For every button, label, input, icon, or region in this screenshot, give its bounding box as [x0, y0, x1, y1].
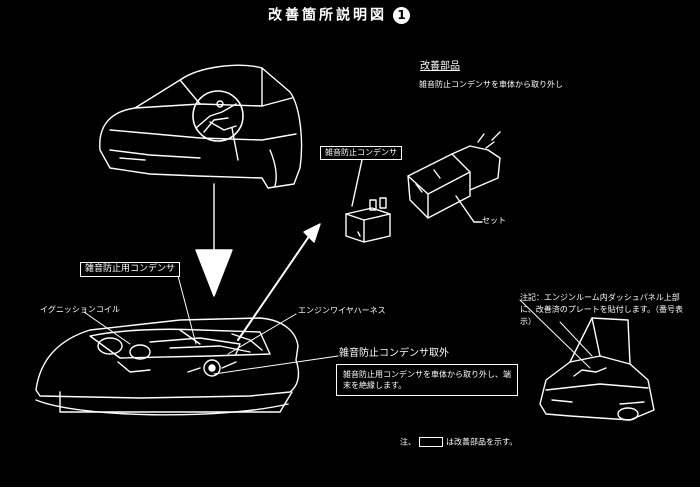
condenser-label: 雑音防止用コンデンサ: [80, 262, 180, 277]
leader-lines: [84, 276, 592, 374]
down-arrow: [196, 184, 232, 296]
title-number-badge: 1: [393, 7, 410, 24]
connector-part: [346, 160, 390, 242]
engine-harness-label: エンジンワイヤハーネス: [298, 307, 386, 315]
plate-note: 注記：エンジンルーム内ダッシュパネル上部に、改善済のプレートを貼付します。（番号…: [520, 292, 690, 328]
car-top-illustration: [100, 65, 302, 188]
footnote: 注、は改善部品を示す。: [400, 437, 517, 447]
magnify-circle: [193, 91, 243, 141]
connector-label: 雑音防止コンデンサ: [320, 146, 402, 160]
coupler-part: [408, 132, 500, 222]
car-small-illustration: [540, 318, 654, 420]
part-heading: 改善部品: [420, 62, 460, 72]
part-text: 雑音防止コンデンサを車体から取り外し: [419, 81, 563, 89]
page-title: 改善箇所説明図1: [268, 7, 410, 24]
set-label: セット: [482, 217, 506, 225]
procedure-heading: 雑音防止コンデンサ取外: [339, 349, 449, 359]
car-bottom-illustration: [36, 318, 298, 415]
procedure-text: 雑音防止用コンデンサを車体から取り外し、端末を絶縁します。: [336, 364, 518, 396]
legend-box: [419, 437, 443, 447]
ignition-label: イグニッションコイル: [40, 306, 120, 314]
